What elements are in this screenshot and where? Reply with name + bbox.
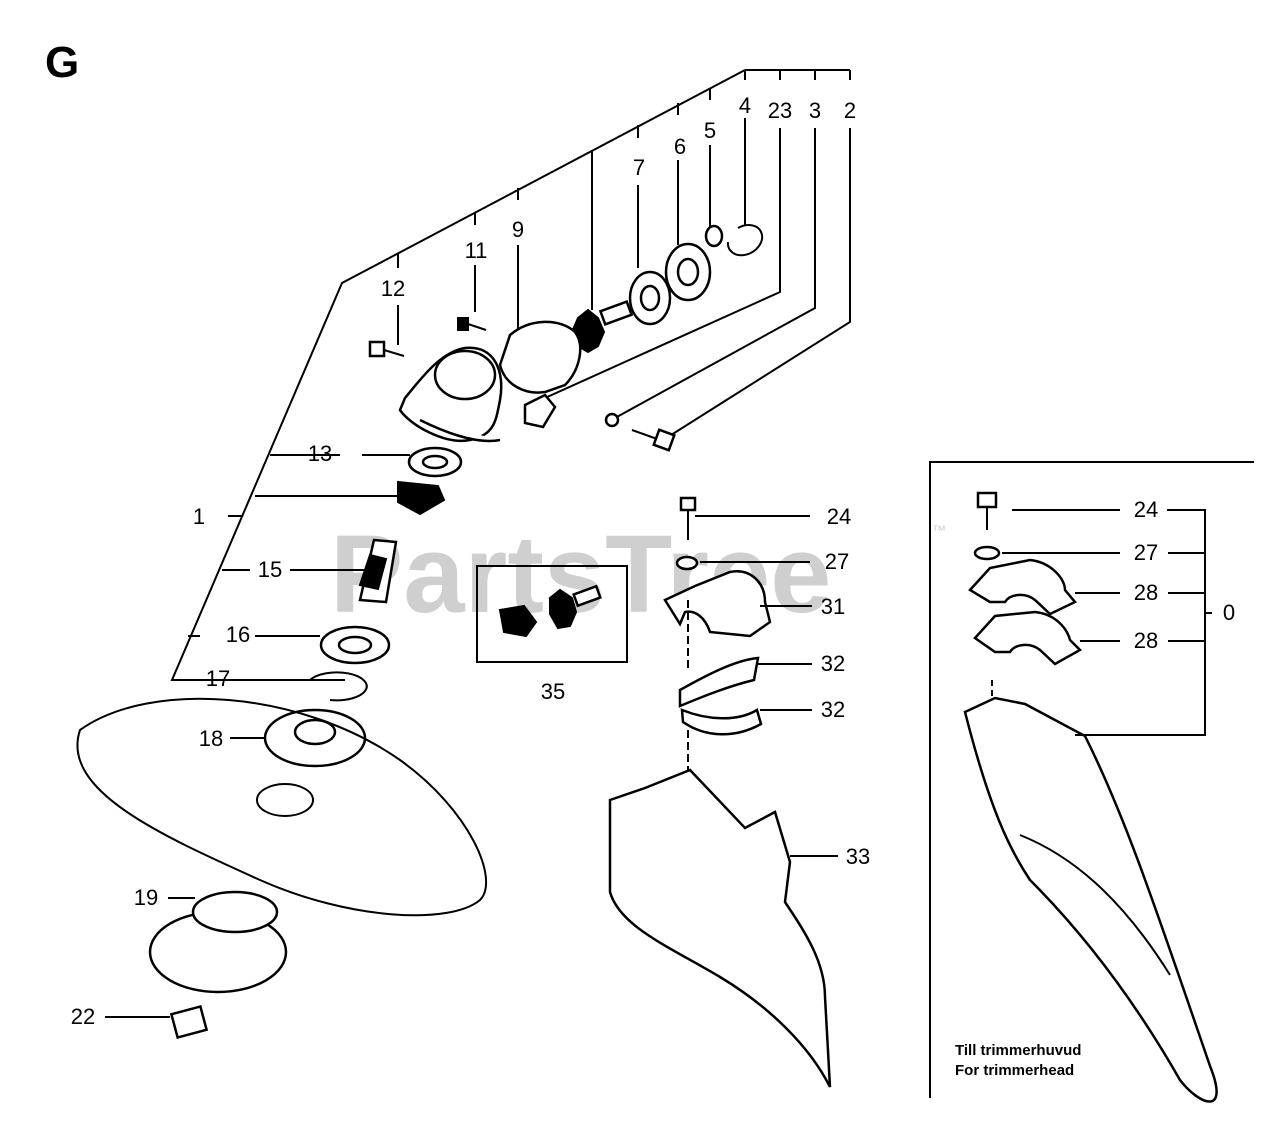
blade-guard-33 — [608, 768, 832, 1088]
callout-27-center: 27 — [825, 549, 849, 574]
callout-12: 12 — [381, 276, 405, 301]
callout-33: 33 — [846, 844, 870, 869]
callout-16: 16 — [226, 622, 250, 647]
screw-12 — [368, 340, 386, 358]
gear-kit-box: 35 — [476, 565, 628, 704]
washer-5 — [704, 224, 724, 248]
inset-washer-27 — [973, 545, 1001, 561]
callout-4: 4 — [739, 93, 751, 118]
callout-32a: 32 — [821, 651, 845, 676]
main-callouts: 4 23 3 2 5 6 7 9 11 12 13 1 15 16 17 18 … — [71, 93, 856, 1029]
bevel-gear — [397, 480, 446, 516]
callout-5: 5 — [704, 118, 716, 143]
inset-clamp-28b — [973, 610, 1083, 666]
callout-24-inset: 24 — [1134, 497, 1158, 522]
callout-31: 31 — [821, 594, 845, 619]
circlip-4 — [726, 224, 764, 257]
callout-2: 2 — [844, 98, 856, 123]
inset-caption-sv: Till trimmerhuvud — [955, 1042, 1081, 1059]
sleeve-32a — [678, 656, 760, 708]
callout-35: 35 — [541, 679, 565, 704]
callout-17: 17 — [206, 666, 230, 691]
bracket-23 — [523, 393, 557, 429]
callout-27-inset: 27 — [1134, 540, 1158, 565]
callout-24-center: 24 — [827, 504, 851, 529]
inset-clamp-28a — [968, 558, 1077, 616]
callout-7: 7 — [633, 155, 645, 180]
sleeve-32b — [680, 708, 763, 736]
callout-22: 22 — [71, 1004, 95, 1029]
saw-blade — [76, 697, 488, 917]
section-letter: G — [45, 38, 79, 87]
circlip-17 — [309, 671, 368, 702]
inset-caption-en: For trimmerhead — [955, 1062, 1074, 1079]
gear-head-assembly — [76, 224, 764, 1040]
screw-24 — [679, 496, 697, 512]
washer-27 — [675, 555, 699, 571]
watermark-tm: ™ — [932, 522, 946, 538]
assembly-bracket-lines — [105, 69, 851, 1018]
callout-9: 9 — [512, 217, 524, 242]
callout-15: 15 — [258, 557, 282, 582]
callout-6: 6 — [674, 134, 686, 159]
callout-13: 13 — [308, 441, 332, 466]
gear-housing-9 — [498, 320, 582, 394]
nut-22 — [169, 1004, 209, 1040]
callout-23: 23 — [768, 98, 792, 123]
washer-3 — [604, 412, 620, 428]
callout-1: 1 — [193, 504, 205, 529]
callout-32b: 32 — [821, 697, 845, 722]
callout-19: 19 — [134, 885, 158, 910]
inset-screw-24 — [976, 491, 998, 509]
clamp-31 — [663, 570, 772, 638]
callout-11: 11 — [465, 238, 488, 263]
callout-18: 18 — [199, 726, 223, 751]
screw-11 — [457, 317, 469, 331]
callout-0: 0 — [1223, 600, 1235, 625]
guard-assembly: 24 27 31 32 32 33 — [608, 496, 870, 1088]
inset-guard — [963, 696, 1218, 1103]
callout-28a: 28 — [1134, 580, 1158, 605]
callout-3: 3 — [809, 98, 821, 123]
callout-28b: 28 — [1134, 628, 1158, 653]
trimmerhead-inset: 24 27 28 28 0 Till trimmerhuvud For trim… — [929, 461, 1254, 1103]
